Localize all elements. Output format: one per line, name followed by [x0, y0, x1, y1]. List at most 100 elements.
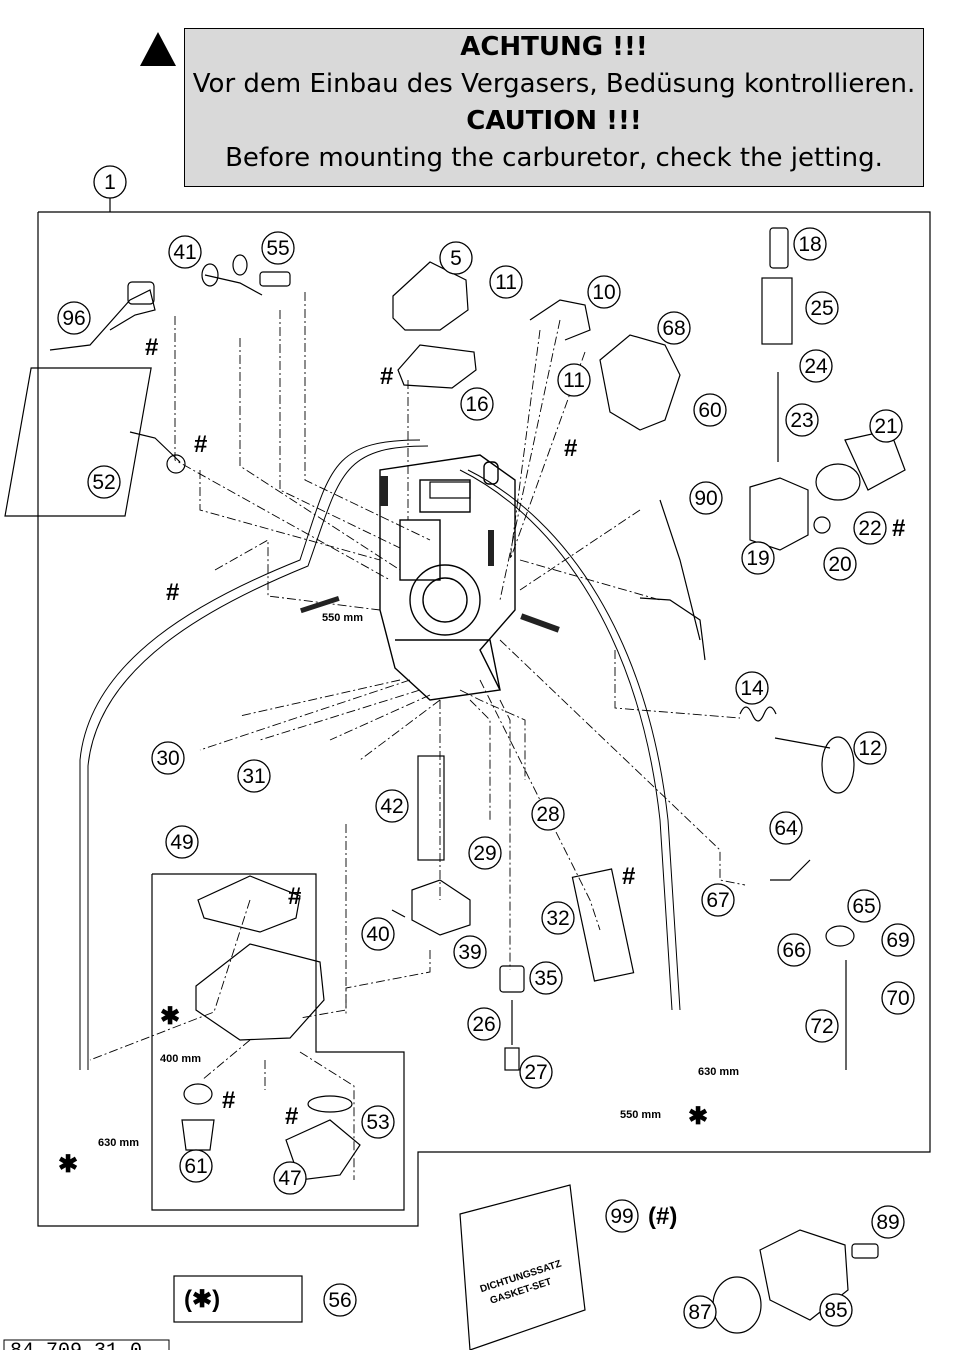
callout-27: 27 — [519, 1055, 553, 1089]
footer-part-code: 84.709.31.0 — [10, 1340, 142, 1350]
warning-triangle-icon — [140, 32, 176, 66]
callout-85: 85 — [819, 1293, 853, 1327]
callout-61: 61 — [179, 1149, 213, 1183]
callout-90: 90 — [689, 481, 723, 515]
callout-number: 61 — [184, 1155, 207, 1178]
hash-marker: # — [222, 1087, 235, 1114]
callout-number: 67 — [706, 889, 729, 912]
callout-31: 31 — [237, 759, 271, 793]
callout-11: 11 — [557, 363, 591, 397]
callout-19: 19 — [741, 541, 775, 575]
callout-number: 11 — [495, 271, 517, 294]
callout-number: 24 — [804, 355, 828, 378]
callout-18: 18 — [793, 227, 827, 261]
carburetor-body — [379, 454, 516, 701]
callout-number: 32 — [546, 907, 569, 930]
callout-circle — [587, 275, 621, 309]
callout-68: 68 — [657, 311, 691, 345]
callout-circle — [57, 301, 91, 335]
callout-11: 11 — [489, 265, 523, 299]
length-label: 550 mm — [620, 1109, 661, 1121]
callout-number: 69 — [886, 929, 909, 952]
callout-53: 53 — [361, 1105, 395, 1139]
callout-52: 52 — [87, 465, 121, 499]
callout-87: 87 — [683, 1295, 717, 1329]
callout-circle — [529, 961, 563, 995]
notice-heading-en: CAUTION !!! — [466, 106, 642, 136]
callout-number: 53 — [366, 1111, 389, 1134]
callout-20: 20 — [823, 547, 857, 581]
callout-circle — [453, 935, 487, 969]
callout-circle — [261, 231, 295, 265]
callout-number: 14 — [740, 677, 764, 700]
callout-circle — [823, 547, 857, 581]
callout-circle — [785, 403, 819, 437]
callout-number: 16 — [465, 393, 488, 416]
callout-number: 21 — [874, 415, 897, 438]
callout-number: 49 — [170, 831, 193, 854]
callout-number: 11 — [563, 369, 585, 392]
callout-30: 30 — [151, 741, 185, 775]
callout-circle — [805, 1009, 839, 1043]
callout-number: 1 — [104, 171, 116, 194]
callout-number: 23 — [790, 409, 813, 432]
length-label: 630 mm — [98, 1137, 139, 1149]
callout-circle — [605, 1199, 639, 1233]
callout-16: 16 — [460, 387, 494, 421]
callout-47: 47 — [273, 1161, 307, 1195]
marker-group: ##########✱✱✱ — [58, 334, 905, 1178]
callout-22: 22 — [853, 511, 887, 545]
hash-marker: # — [166, 579, 179, 606]
callout-60: 60 — [693, 393, 727, 427]
hash-marker: # — [380, 363, 393, 390]
callout-number: 52 — [92, 471, 115, 494]
callout-circle — [361, 1105, 395, 1139]
callout-number: 56 — [328, 1289, 351, 1312]
hash-marker: # — [892, 515, 905, 542]
callout-circle — [853, 511, 887, 545]
callout-1: 1 — [93, 165, 127, 199]
callout-circle — [777, 933, 811, 967]
callout-number: 31 — [242, 765, 265, 788]
callout-circle — [853, 731, 887, 765]
group-hash-label: (#) — [648, 1203, 677, 1230]
notice-text-en: Before mounting the carburetor, check th… — [225, 143, 883, 173]
callout-99: 99 — [605, 1199, 639, 1233]
asterisk-marker: ✱ — [58, 1151, 78, 1178]
callout-number: 28 — [536, 803, 559, 826]
callout-circle — [869, 409, 903, 443]
callout-circle — [735, 671, 769, 705]
length-label: 550 mm — [322, 612, 363, 624]
callout-circle — [819, 1293, 853, 1327]
callout-10: 10 — [587, 275, 621, 309]
callout-64: 64 — [769, 811, 803, 845]
callout-number: 18 — [798, 233, 821, 256]
callout-number: 72 — [810, 1015, 833, 1038]
callout-number: 26 — [472, 1013, 495, 1036]
callout-29: 29 — [468, 836, 502, 870]
callout-circle — [273, 1161, 307, 1195]
callout-number: 30 — [156, 747, 179, 770]
assembly-boundary — [37, 211, 931, 1227]
callout-number: 96 — [62, 307, 85, 330]
callout-circle — [847, 889, 881, 923]
callout-circle — [179, 1149, 213, 1183]
callout-circle — [323, 1283, 357, 1317]
callout-39: 39 — [453, 935, 487, 969]
callout-49: 49 — [165, 825, 199, 859]
callout-number: 99 — [610, 1205, 633, 1228]
caution-notice: ACHTUNG !!! Vor dem Einbau des Vergasers… — [184, 28, 924, 187]
callout-number: 20 — [828, 553, 851, 576]
notice-text-de: Vor dem Einbau des Vergasers, Bedüsung k… — [192, 69, 916, 99]
callout-35: 35 — [529, 961, 563, 995]
group-asterisk-label: (✱) — [184, 1286, 220, 1313]
hash-marker: # — [622, 863, 635, 890]
callout-circle — [769, 811, 803, 845]
callout-number: 66 — [782, 939, 805, 962]
callout-circle — [237, 759, 271, 793]
callout-circle — [168, 235, 202, 269]
callout-23: 23 — [785, 403, 819, 437]
callout-69: 69 — [881, 923, 915, 957]
callout-number: 89 — [876, 1211, 899, 1234]
